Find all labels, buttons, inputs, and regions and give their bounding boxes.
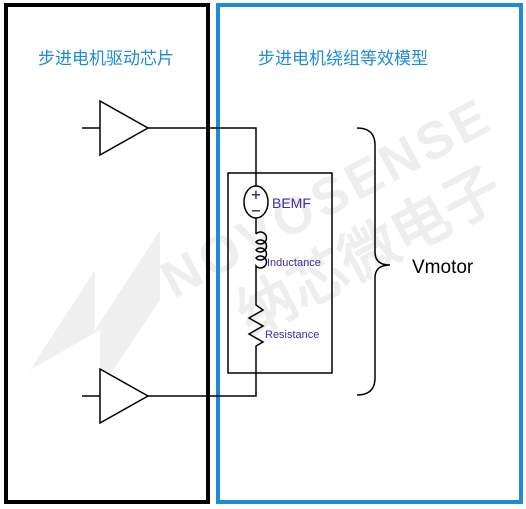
bemf-label: BEMF: [272, 195, 311, 211]
top-buffer-amplifier: [82, 99, 150, 157]
inductor-coil: [254, 231, 268, 300]
bemf-minus-sign: −: [251, 204, 262, 219]
top-wire: [148, 127, 257, 186]
resistor-zigzag: [247, 300, 265, 354]
bottom-buffer-amplifier: [82, 367, 150, 425]
resistance-label: Resistance: [265, 329, 319, 341]
bottom-wire: [148, 354, 257, 397]
bemf-source: [243, 185, 269, 234]
vmotor-brace: [356, 127, 391, 396]
driver-chip-title: 步进电机驱动芯片: [38, 49, 174, 69]
winding-enclosure: [227, 172, 333, 374]
inductance-label: Inductance: [267, 257, 321, 269]
bemf-plus-sign: +: [251, 188, 262, 203]
vmotor-label: Vmotor: [412, 257, 474, 278]
motor-model-title: 步进电机绕组等效模型: [258, 49, 428, 69]
motor-model-box: [216, 3, 523, 504]
driver-chip-box: [4, 3, 210, 504]
